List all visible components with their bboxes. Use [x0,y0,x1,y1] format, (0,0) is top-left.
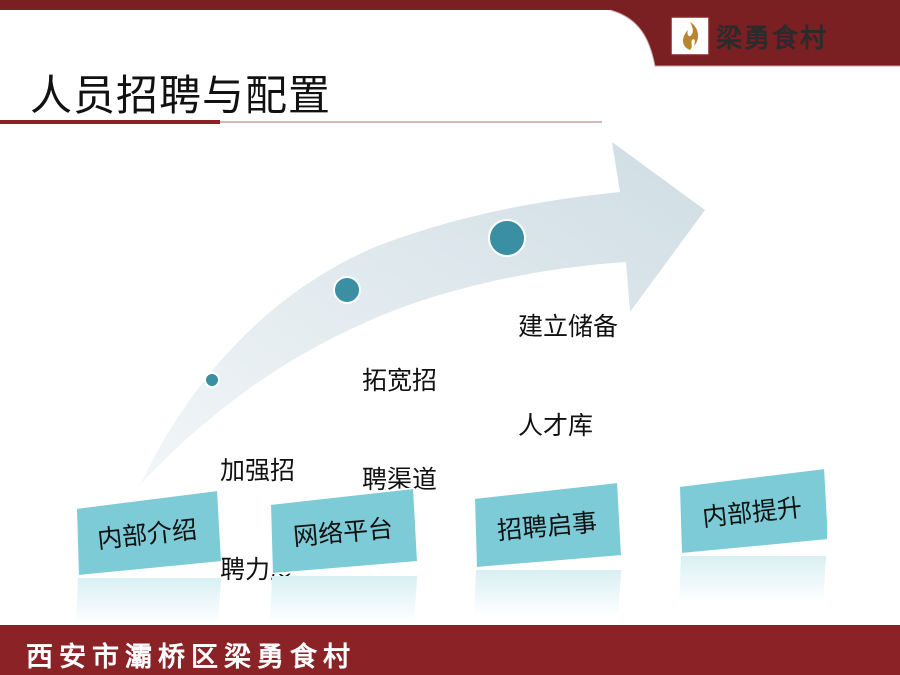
step-label-3: 建立储备 人才库 [518,244,618,475]
arrow-body [140,142,705,485]
channel-box-4: 内部提升 [677,468,827,602]
box-shape [677,468,827,554]
box-reflection [76,578,222,624]
step-3-line1: 建立储备 [518,312,619,341]
brand-name: 梁勇食村 [716,24,829,54]
box-shape [268,488,418,574]
channel-label: 内部提升 [700,492,804,533]
step-2-line1: 拓宽招 [362,366,438,395]
flame-logo-icon [670,16,710,56]
channel-label: 内部介绍 [95,514,199,555]
step-1-line1: 加强招 [220,456,296,485]
footer-band: 西安市灞桥区梁勇食村 [0,625,900,675]
channel-box-1: 内部介绍 [72,490,222,624]
channel-label: 网络平台 [292,513,395,552]
title-divider [0,121,602,123]
step-dot-2 [333,276,361,304]
title-divider-accent [0,120,220,124]
box-shape [472,482,622,568]
channel-box-3: 招聘启事 [472,482,622,616]
page-title: 人员招聘与配置 [30,71,332,120]
step-3-line2: 人才库 [518,411,594,440]
step-dot-3 [488,219,526,257]
channel-box-2: 网络平台 [268,488,418,622]
box-reflection [474,570,622,616]
box-shape [74,490,222,576]
brand-logo: 梁勇食村 [666,14,880,58]
step-label-2: 拓宽招 聘渠道 [362,298,437,529]
box-reflection [679,556,827,602]
channel-label: 招聘启事 [496,507,599,546]
step-dot-1 [204,372,220,388]
footer-address: 西安市灞桥区梁勇食村 [26,642,356,673]
box-reflection [270,576,418,622]
